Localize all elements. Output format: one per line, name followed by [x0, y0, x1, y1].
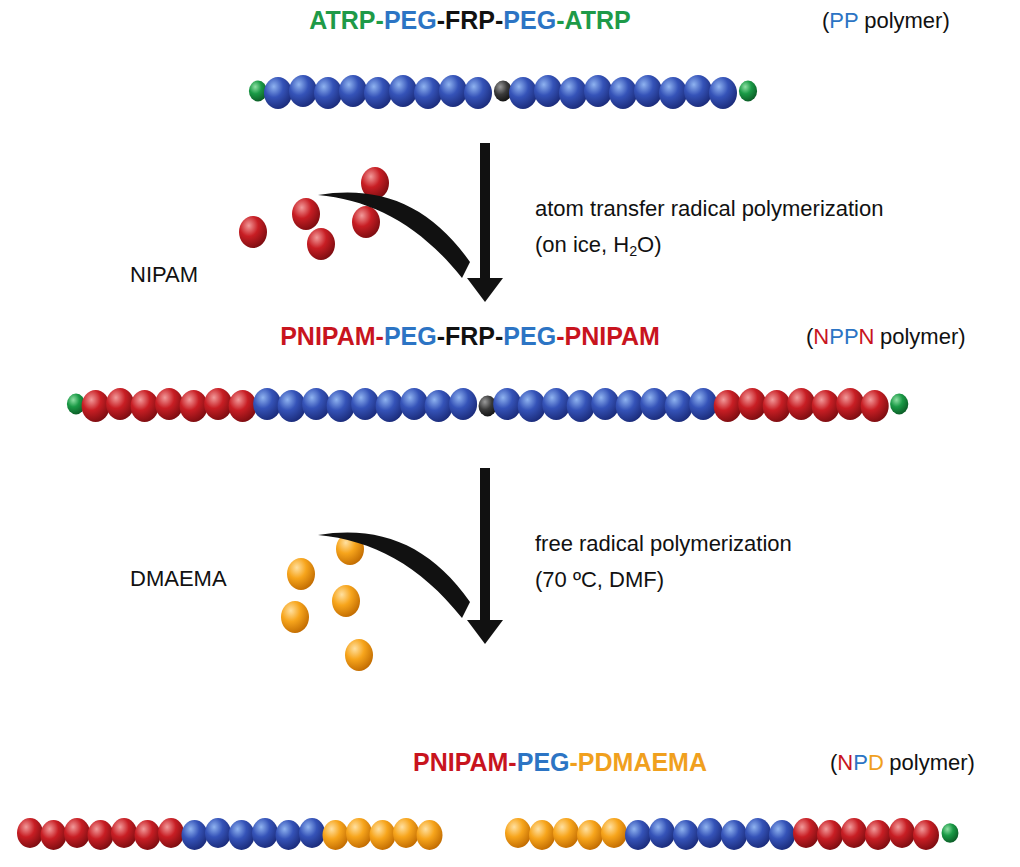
label-text: PP	[829, 324, 858, 350]
text-line: (on ice, H2O)	[535, 232, 662, 258]
label-text: polymer)	[880, 324, 966, 350]
label-text: 2	[629, 243, 637, 259]
text-line: (NPPNpolymer)	[806, 324, 966, 350]
label-text: N	[859, 324, 875, 350]
text-line: (70 ºC, DMF)	[535, 567, 664, 593]
label-text: ATRP-	[309, 6, 384, 35]
label-text: (	[822, 8, 829, 34]
polymer-chains	[17, 75, 958, 850]
text-line: PNIPAM-PEG-PDMAEMA	[413, 748, 707, 777]
label-text: -FRP-	[437, 322, 504, 351]
text-line: DMAEMA	[130, 566, 227, 592]
label-text: O)	[637, 232, 661, 258]
label-text: atom transfer radical polymerization	[535, 196, 883, 222]
label-text: -PNIPAM	[556, 322, 660, 351]
text-line: (PPpolymer)	[822, 8, 950, 34]
label-text: -PDMAEMA	[570, 748, 708, 777]
label-text: PEG	[503, 6, 556, 35]
text-line: PNIPAM-PEG-FRP-PEG-PNIPAM	[280, 322, 660, 351]
label-text: free radical polymerization	[535, 531, 792, 557]
label-text: PEG	[384, 322, 437, 351]
monomer-dots	[239, 167, 389, 671]
text-line: (NPDpolymer)	[830, 750, 975, 776]
label-text: NIPAM	[130, 262, 198, 288]
label-text: P	[853, 750, 868, 776]
label-text: (	[806, 324, 813, 350]
label-text: D	[868, 750, 884, 776]
label-text: PP	[829, 8, 858, 34]
text-line: NIPAM	[130, 262, 198, 288]
reaction-arrows	[318, 143, 503, 644]
label-text: (on ice, H	[535, 232, 629, 258]
label-text: polymer)	[889, 750, 975, 776]
label-text: -ATRP	[556, 6, 631, 35]
label-text: (70 ºC, DMF)	[535, 567, 664, 593]
text-line: atom transfer radical polymerization	[535, 196, 883, 222]
label-text: (	[830, 750, 837, 776]
label-text: polymer)	[864, 8, 950, 34]
label-text: PEG	[384, 6, 437, 35]
label-text: DMAEMA	[130, 566, 227, 592]
label-text: PNIPAM-	[280, 322, 384, 351]
label-text: PEG	[517, 748, 570, 777]
label-text: N	[813, 324, 829, 350]
text-line: ATRP-PEG-FRP-PEG-ATRP	[309, 6, 630, 35]
label-text: PNIPAM-	[413, 748, 517, 777]
text-line: free radical polymerization	[535, 531, 792, 557]
label-text: N	[837, 750, 853, 776]
label-text: PEG	[503, 322, 556, 351]
label-text: -FRP-	[437, 6, 504, 35]
